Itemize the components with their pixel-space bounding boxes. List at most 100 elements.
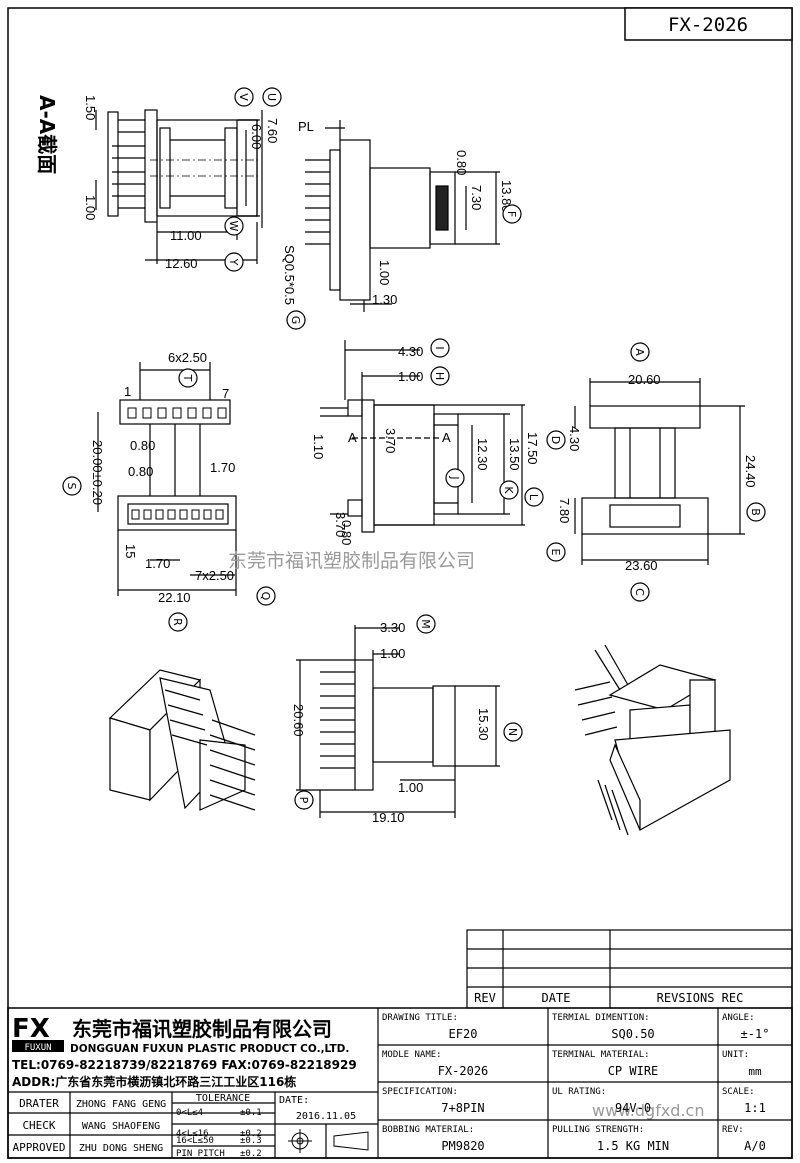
value-terminal-dim: SQ0.50	[611, 1027, 654, 1041]
callout-letter: M	[419, 619, 432, 629]
callout-letter: E	[549, 549, 562, 556]
role-check: CHECK	[22, 1119, 55, 1132]
callout-circle	[630, 582, 650, 602]
callout-circle	[224, 216, 244, 236]
callout-letter: V	[237, 93, 250, 101]
label-terminal-dim: TERMIAL DIMENTION:	[552, 1013, 650, 1023]
value-scale: 1:1	[744, 1101, 766, 1115]
logo-text: FX	[12, 1014, 50, 1044]
dim-20-60-a: 20.60	[628, 372, 661, 387]
dim-4-30-a: 4.30	[398, 344, 423, 359]
callout-circle	[524, 487, 544, 507]
name-drater: ZHONG FANG GENG	[76, 1099, 166, 1110]
callout-letter: P	[297, 797, 310, 804]
label-bobbin-material: BOBBING MATERIAL:	[382, 1125, 474, 1135]
front-view	[574, 378, 745, 565]
pin-7-label: 7	[222, 386, 229, 401]
name-approved: ZHU DONG SHENG	[79, 1143, 163, 1154]
tol-val-3: ±0.2	[240, 1149, 262, 1159]
callout-circle	[499, 480, 519, 500]
dim-1-30: 1.30	[372, 292, 397, 307]
callout-circle	[445, 468, 465, 488]
tolerance-title: TOLERANCE	[196, 1093, 250, 1104]
callout-letter: B	[749, 508, 762, 516]
dim-7-80: 7.80	[557, 498, 572, 523]
logo-sub: FUXUN	[24, 1043, 51, 1053]
callout-circle	[256, 586, 276, 606]
callout-circle	[178, 368, 198, 388]
label-model-name: MODLE NAME:	[382, 1050, 442, 1060]
callout-letter: K	[502, 486, 515, 494]
tol-range-1: 4<L≤16	[176, 1129, 209, 1139]
value-unit: mm	[748, 1065, 762, 1078]
value-angle: ±-1°	[741, 1027, 770, 1041]
dim-23-60: 23.60	[625, 558, 658, 573]
dim-7x2-50: 7x2.50	[195, 568, 234, 583]
value-drawing-title: EF20	[449, 1027, 478, 1041]
label-rev: REV:	[722, 1125, 744, 1135]
company-name-en: DONGGUAN FUXUN PLASTIC PRODUCT CO.,LTD.	[70, 1043, 349, 1055]
part-number-box	[624, 7, 793, 41]
logo-band	[12, 1040, 64, 1052]
dim-22-10: 22.10	[158, 590, 191, 605]
callout-circle	[62, 476, 82, 496]
tol-val-2: ±0.3	[240, 1136, 262, 1146]
dim-3-70-a: 3.70	[383, 428, 398, 453]
dim-20-00: 20.00±0.20	[90, 440, 105, 505]
value-bobbin-material: PM9820	[441, 1139, 484, 1153]
dim-6-00: 6.00	[249, 124, 264, 149]
tol-val-1: ±0.2	[240, 1129, 262, 1139]
tol-val-0: ±0.1	[240, 1108, 262, 1118]
dim-1-00-e: 1.00	[398, 780, 423, 795]
callout-circle	[262, 87, 282, 107]
value-specification: 7+8PIN	[441, 1101, 484, 1115]
dim-1-00-b: 1.00	[377, 260, 392, 285]
dim-1-00-c: 1.00	[398, 369, 423, 384]
callout-letter: F	[505, 211, 518, 217]
label-terminal-material: TERMINAL MATERIAL:	[552, 1050, 650, 1060]
role-drater: DRATER	[19, 1097, 59, 1110]
callout-letter: G	[289, 316, 302, 325]
callout-letter: S	[65, 483, 78, 490]
dim-12-60: 12.60	[165, 256, 198, 271]
watermark-site: www.dgfxd.cn	[592, 1101, 704, 1120]
isometric-view-right	[574, 644, 731, 836]
dim-1-10: 1.10	[311, 434, 326, 459]
isometric-view-left	[108, 669, 256, 811]
callout-circle	[630, 342, 650, 362]
callout-letter: L	[527, 494, 540, 501]
dim-1-00-d: 1.00	[380, 646, 405, 661]
callout-letter: T	[181, 374, 194, 382]
side-view	[305, 120, 500, 312]
callout-circle	[224, 252, 244, 272]
part-number: FX-2026	[668, 14, 748, 36]
callout-circle	[234, 87, 254, 107]
dim-1-50: 1.50	[83, 95, 98, 120]
callout-letter: Y	[227, 258, 240, 266]
callout-circle	[416, 614, 436, 634]
callout-circle	[546, 430, 566, 450]
value-ul-rating: 94V-0	[615, 1101, 651, 1115]
value-model-name: FX-2026	[438, 1064, 489, 1078]
callout-circle	[168, 612, 188, 632]
dim-19-10: 19.10	[372, 810, 405, 825]
callout-letter: J	[448, 475, 461, 479]
section-mark-a-right: A	[442, 430, 451, 445]
section-view: A-A截面	[35, 95, 263, 264]
tol-range-0: 0<L≤4	[176, 1108, 203, 1118]
callout-letter: R	[171, 618, 184, 626]
dim-3-70-b: 3.70	[333, 512, 348, 537]
section-mark-a-left: A	[348, 430, 357, 445]
callout-circle	[294, 790, 314, 810]
dim-0-80-a: 0.80	[454, 150, 469, 175]
dim-0-80-c: 0.80	[128, 464, 153, 479]
dim-6x2-50: 6x2.50	[168, 350, 207, 365]
rev-header-rev: REV	[474, 991, 496, 1005]
dim-1-70-b: 1.70	[145, 556, 170, 571]
callout-circle	[430, 338, 450, 358]
value-pulling-strength: 1.5 KG MIN	[597, 1139, 669, 1153]
callout-letter: H	[433, 372, 446, 380]
dim-13-50: 13.50	[507, 438, 522, 471]
dim-17-50: 17.50	[525, 432, 540, 465]
label-specification: SPECIFICATION:	[382, 1087, 458, 1097]
